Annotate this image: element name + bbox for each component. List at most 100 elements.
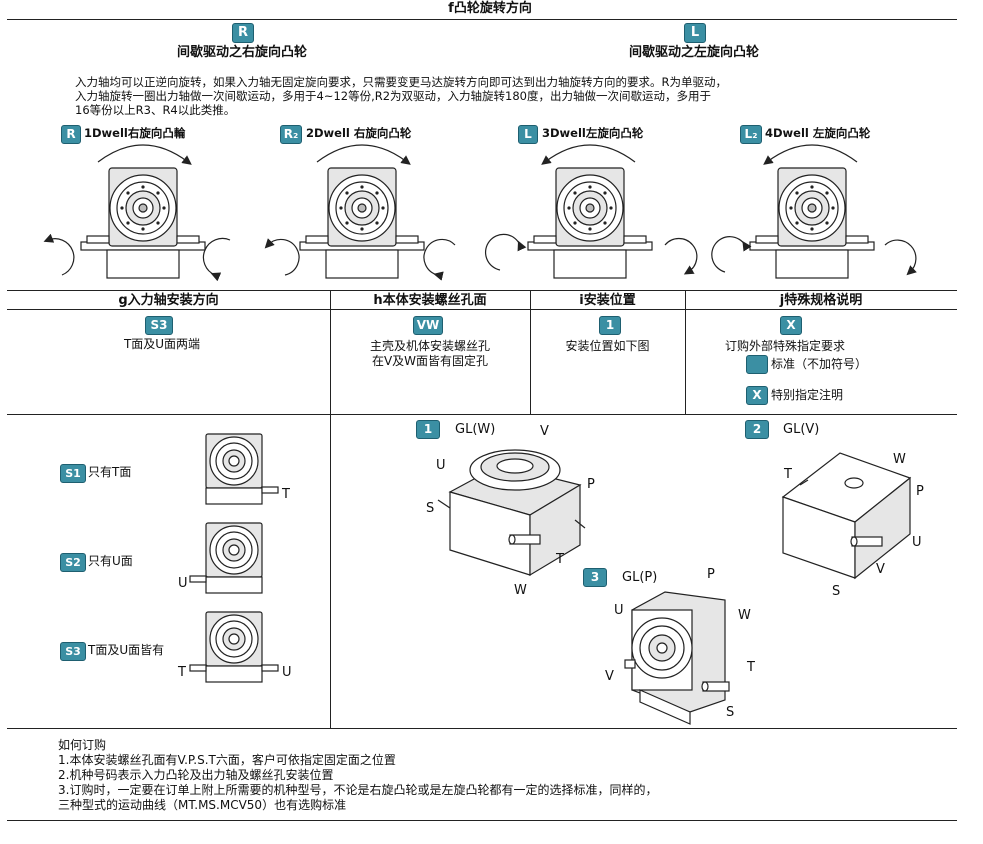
standard-empty-badge	[746, 355, 768, 374]
right-rotation-badge: R	[232, 23, 254, 43]
dwell-1-drawing	[80, 144, 206, 279]
dwell-1-left-arrow	[43, 233, 75, 276]
dwell-3-drawing	[527, 144, 653, 279]
position-3-face-u: U	[614, 603, 624, 618]
order-line-1: 1.本体安装螺丝孔面有V.P.S.T六面，客户可依指定固定面之位置	[58, 753, 396, 767]
shaft-option-s2-badge: S2	[60, 553, 86, 572]
dwell-2-badge: R₂	[280, 125, 302, 144]
position-2-label: GL(V)	[783, 422, 820, 437]
dwell-2-right-arrow	[423, 238, 456, 281]
position-1-badge: 1	[416, 420, 440, 439]
section-g-title: g入力轴安装方向	[118, 293, 219, 308]
dwell-3-left-arrow	[484, 233, 527, 271]
dwell-2-label: 2Dwell 右旋向凸轮	[306, 126, 412, 140]
dwell-2-left-arrow	[264, 238, 300, 276]
special-label: 特别指定注明	[771, 388, 844, 402]
dwell-4-label: 4Dwell 左旋向凸轮	[765, 126, 871, 140]
position-2-face-v: V	[876, 562, 885, 577]
col-divider-1	[330, 290, 331, 728]
shaft-option-s2-drawing	[189, 522, 263, 594]
dwell-2-drawing	[299, 144, 425, 279]
standard-label: 标准（不加符号）	[771, 357, 868, 371]
shaft-option-s3-letter-u: U	[282, 665, 292, 680]
position-2-face-s: S	[832, 584, 841, 599]
section-h-badge: VW	[413, 316, 443, 335]
dwell-4-badge: L₂	[740, 125, 762, 144]
shaft-option-s3-badge: S3	[60, 642, 86, 661]
order-line-3: 3.订购时，一定要在订单上附上所需要的机种型号，不论是右旋凸轮或是左旋凸轮都有一…	[58, 783, 658, 797]
section-j-desc: 订购外部特殊指定要求	[725, 339, 846, 353]
shaft-option-s3-drawing	[189, 611, 279, 683]
shaft-option-s2-label: 只有U面	[88, 554, 133, 568]
position-3-badge: 3	[583, 568, 607, 587]
position-3-face-t: T	[747, 660, 755, 675]
position-1-label: GL(W)	[455, 422, 496, 437]
section-i-badge: 1	[599, 316, 621, 335]
position-3-drawing	[624, 591, 730, 725]
dwell-drawings	[43, 144, 917, 282]
dwell-4-drawing	[749, 144, 875, 279]
position-1-face-p: P	[587, 477, 595, 492]
dwell-4-right-arrow	[884, 239, 917, 276]
section-j-badge: X	[780, 316, 802, 335]
bottom-rule	[7, 820, 957, 821]
left-rotation-label: 间歇驱动之左旋向凸轮	[628, 45, 759, 60]
shaft-option-s1-letter-t: T	[282, 487, 290, 502]
shaft-option-s1-drawing	[205, 433, 279, 505]
rule-specs-bottom	[7, 414, 957, 415]
rotation-paragraph-line-2: 入力轴旋转一圈出力轴做一次间歇运动，多用于4~12等份,R2为双驱动，入力轴旋转…	[75, 89, 711, 103]
rule-f-bottom	[7, 290, 957, 291]
position-1-face-u: U	[436, 458, 446, 473]
section-i-desc: 安装位置如下图	[565, 339, 650, 353]
rule-figures-bottom	[7, 728, 957, 729]
position-3-label: GL(P)	[622, 570, 658, 585]
shaft-option-s1-badge: S1	[60, 464, 86, 483]
position-1-face-t: T	[556, 552, 564, 567]
position-2-face-p: P	[916, 484, 924, 499]
section-f-title: f凸轮旋转方向	[448, 1, 532, 16]
position-2-badge: 2	[745, 420, 769, 439]
dwell-1-label: 1Dwell右旋向凸輪	[84, 126, 186, 140]
top-rule	[7, 19, 957, 20]
dwell-3-right-arrow	[664, 237, 698, 275]
rotation-paragraph-line-1: 入力轴均可以正逆向旋转，如果入力轴无固定旋向要求，只需要变更马达旋转方向即可达到…	[75, 75, 727, 89]
col-divider-2	[530, 290, 531, 414]
position-3-face-p: P	[707, 567, 715, 582]
special-badge: X	[746, 386, 768, 405]
col-divider-3	[685, 290, 686, 414]
shaft-option-s2-letter-u: U	[178, 576, 188, 591]
position-1-face-w: W	[514, 583, 527, 598]
dwell-1-right-arrow	[202, 237, 231, 282]
section-j-title: j特殊规格说明	[779, 293, 863, 308]
position-1-drawing	[437, 449, 586, 577]
position-2-drawing	[781, 452, 912, 580]
dwell-4-left-arrow	[711, 236, 752, 273]
order-line-4: 三种型式的运动曲线（MT.MS.MCV50）也有选购标准	[58, 798, 347, 812]
position-2-face-t: T	[784, 467, 792, 482]
shaft-option-s1-label: 只有T面	[88, 465, 132, 479]
position-1-face-s: S	[426, 501, 435, 516]
dwell-3-label: 3Dwell左旋向凸轮	[542, 126, 644, 140]
left-rotation-badge: L	[684, 23, 706, 43]
shaft-option-s3-label: T面及U面皆有	[88, 643, 165, 657]
order-title: 如何订购	[58, 738, 107, 752]
order-line-2: 2.机种号码表示入力凸轮及出力轴及螺丝孔安装位置	[58, 768, 334, 782]
position-3-face-w: W	[738, 608, 751, 623]
dwell-3-badge: L	[518, 125, 538, 144]
position-3-face-s: S	[726, 705, 735, 720]
position-1-face-v: V	[540, 424, 549, 439]
position-2-face-w: W	[893, 452, 906, 467]
shaft-option-s3-letter-t: T	[178, 665, 186, 680]
section-h-title: h本体安装螺丝孔面	[373, 293, 487, 308]
section-g-badge: S3	[145, 316, 173, 335]
rotation-paragraph-line-3: 16等份以上R3、R4以此类推。	[75, 103, 236, 117]
rule-headers-bottom	[7, 309, 957, 310]
right-rotation-label: 间歇驱动之右旋向凸轮	[176, 45, 307, 60]
section-h-desc-1: 主壳及机体安装螺丝孔	[369, 339, 490, 353]
position-3-face-v: V	[605, 669, 614, 684]
section-g-desc: T面及U面两端	[123, 337, 201, 351]
section-h-desc-2: 在V及W面皆有固定孔	[371, 354, 489, 368]
section-i-title: i安装位置	[579, 293, 636, 308]
